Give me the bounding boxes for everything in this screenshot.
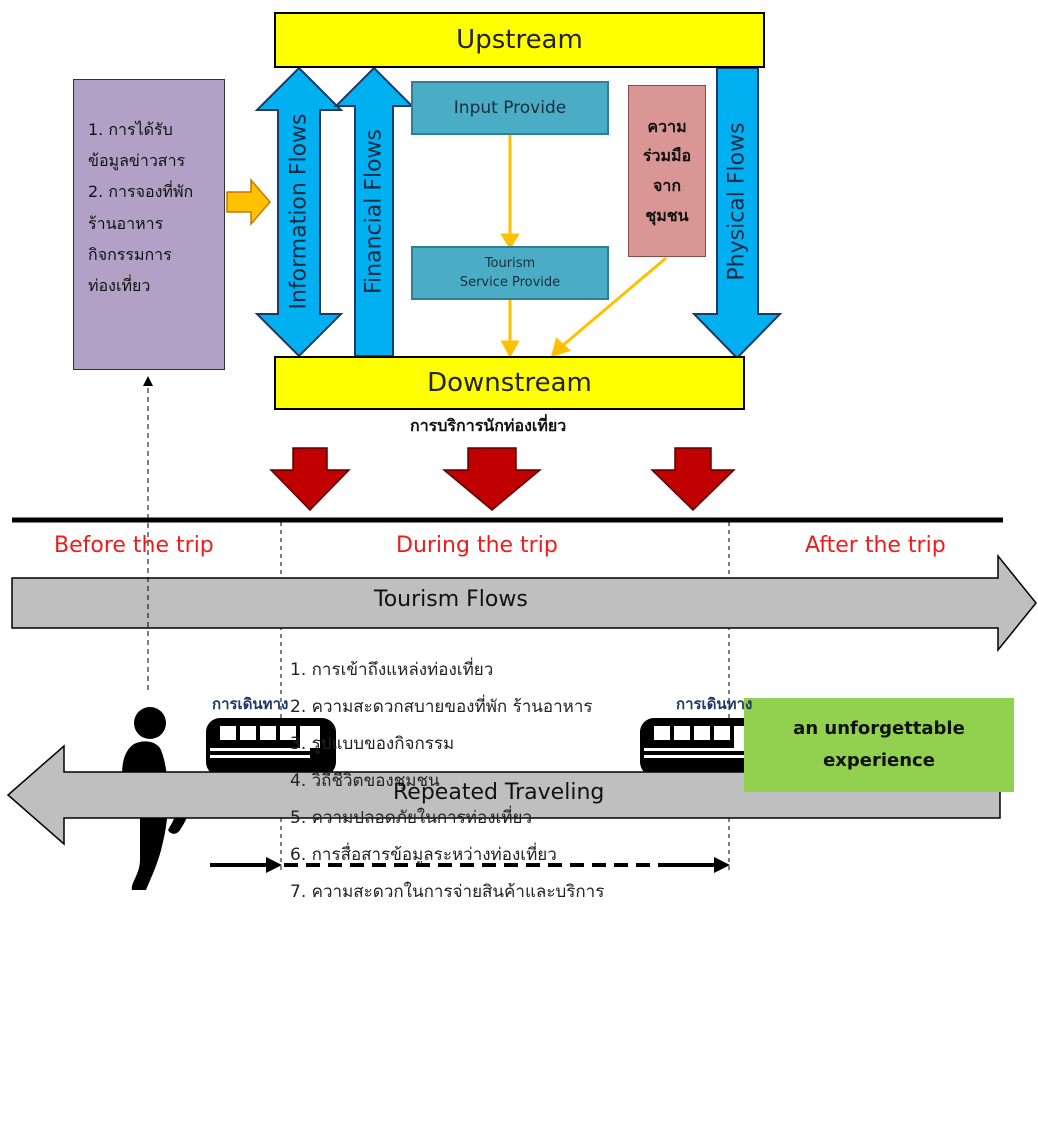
travel-label-right: การเดินทาง: [676, 695, 753, 713]
travel-label-left: การเดินทาง: [212, 695, 289, 713]
person-to-box-arrowhead: [143, 376, 153, 386]
tourism-flows-label: Tourism Flows: [374, 587, 528, 612]
tourism-service-box: Tourism Service Provide: [411, 246, 609, 300]
input-provide-label: Input Provide: [453, 98, 567, 118]
input-to-service-arrowhead: [500, 233, 520, 250]
community-line-2: ร่วมมือ: [642, 146, 692, 166]
tourism-service-line2: Service Provide: [459, 275, 561, 290]
downstream-box: Downstream: [274, 356, 745, 410]
pre-trip-line-4: ร้านอาหาร: [88, 213, 164, 233]
during-item-5: 5. ความปลอดภัยในการท่องเที่ยว: [290, 808, 533, 828]
tourism-flows-arrow: [11, 553, 1037, 653]
during-trip-label: During the trip: [396, 533, 558, 558]
community-line-4: ชุมชน: [645, 205, 689, 225]
pre-trip-line-5: กิจกรรมการ: [88, 244, 172, 264]
experience-box: an unforgettable experience: [744, 698, 1014, 792]
community-to-downstream-line: [560, 256, 667, 349]
information-flows-label: Information Flows: [286, 113, 312, 310]
experience-line-1: an unforgettable: [793, 717, 965, 739]
downstream-caption: การบริการนักท่องเที่ยว: [410, 416, 567, 435]
travel-arrowhead-right: [714, 857, 730, 873]
financial-flows-label: Financial Flows: [361, 129, 387, 295]
physical-flows-label: Physical Flows: [724, 122, 750, 281]
experience-line-2: experience: [823, 750, 935, 771]
during-item-4: 4. วิถีชีวิตของชุมชน: [290, 771, 440, 791]
upstream-box: Upstream: [274, 12, 765, 68]
input-provide-box: Input Provide: [411, 81, 609, 135]
red-down-arrow-3: [650, 447, 736, 512]
before-trip-label: Before the trip: [54, 533, 214, 558]
during-item-3: 3. รูปแบบของกิจกรรม: [290, 734, 455, 754]
travel-arrowhead-left: [266, 857, 282, 873]
during-item-1: 1. การเข้าถึงแหล่งท่องเที่ยว: [290, 660, 494, 680]
during-item-7: 7. ความสะดวกในการจ่ายสินค้าและบริการ: [290, 882, 605, 902]
tourism-service-line1: Tourism: [484, 255, 536, 271]
red-down-arrow-2: [441, 447, 543, 511]
pre-trip-line-3: 2. การจองที่พัก: [88, 182, 194, 202]
community-cooperation-box: ความ ร่วมมือ จาก ชุมชน: [628, 85, 706, 257]
red-down-arrow-1: [269, 447, 351, 512]
service-to-downstream-arrowhead: [500, 340, 520, 359]
community-to-downstream-arrowhead: [550, 337, 571, 358]
after-trip-label: After the trip: [805, 533, 946, 558]
during-item-2: 2. ความสะดวกสบายของที่พัก ร้านอาหาร: [290, 697, 593, 717]
pre-trip-box: 1. การได้รับ ข้อมูลข่าวสาร 2. การจองที่พ…: [73, 79, 225, 370]
during-item-6: 6. การสื่อสารข้อมูลระหว่างท่องเที่ยว: [290, 845, 557, 865]
upstream-label: Upstream: [456, 25, 583, 55]
downstream-label: Downstream: [427, 368, 592, 398]
pre-trip-line-2: ข้อมูลข่าวสาร: [88, 151, 186, 171]
repeated-traveling-label: Repeated Traveling: [393, 780, 605, 805]
community-line-1: ความ: [647, 116, 687, 136]
pre-trip-line-1: 1. การได้รับ: [88, 120, 173, 139]
orange-arrow: [226, 177, 271, 227]
pre-trip-line-6: ท่องเที่ยว: [88, 275, 151, 295]
repeated-traveling-arrow: [6, 744, 1001, 846]
physical-flows-arrow: [691, 67, 783, 360]
community-line-3: จาก: [652, 176, 682, 195]
